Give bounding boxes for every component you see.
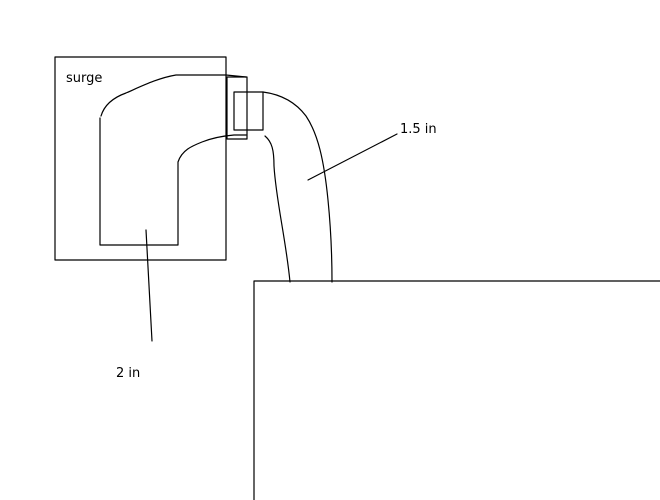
inlet-pipe-leader (145, 229, 153, 342)
outlet-pipe-label: 1.5 in (400, 122, 437, 137)
inlet-pipe-label: 2 in (116, 366, 140, 381)
coupling-outer (226, 76, 248, 140)
surge-label: surge (66, 71, 102, 86)
outlet-pipe-leader (307, 133, 398, 181)
lower-structure-outline (253, 280, 660, 500)
surge-tank-box (54, 56, 227, 261)
outlet-pipe-outline (262, 91, 333, 283)
coupling-inner (233, 91, 264, 131)
inlet-pipe-outline (99, 74, 247, 246)
